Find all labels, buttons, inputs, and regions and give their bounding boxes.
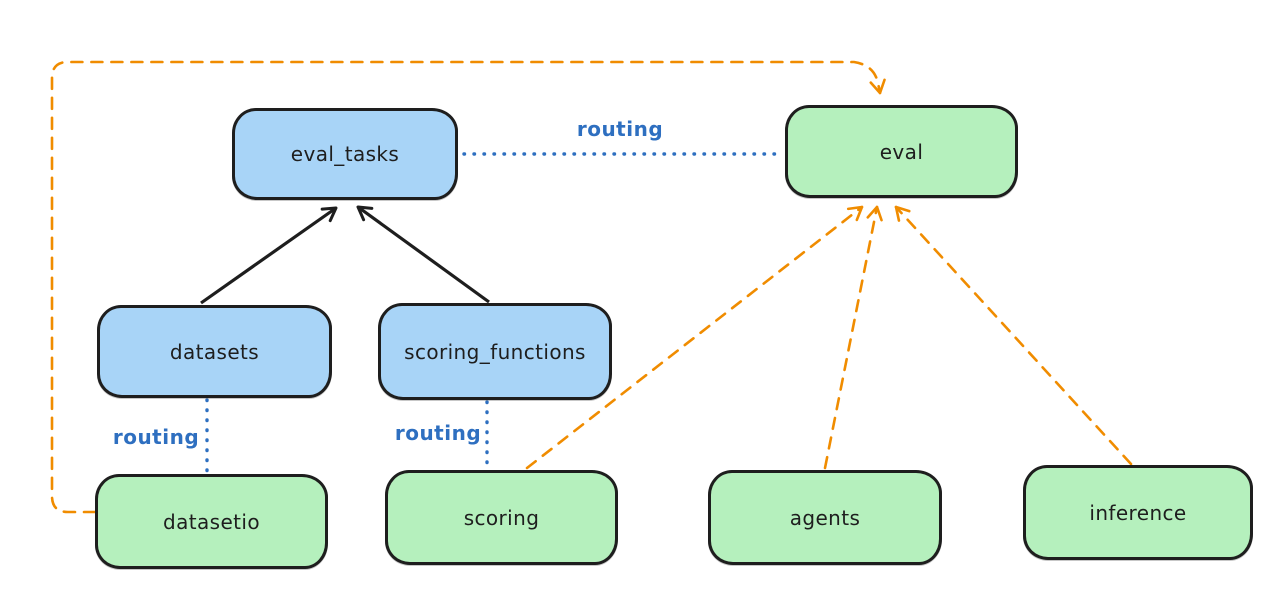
node-datasetio: datasetio	[95, 474, 328, 569]
edge-scoring-to-eval	[525, 205, 864, 470]
node-scoring-label: scoring	[463, 505, 540, 530]
node-scoring: scoring	[385, 470, 618, 565]
node-eval-label: eval	[879, 139, 924, 164]
edge-label-routing-datasets-datasetio: routing	[112, 425, 200, 449]
edge-datasets-to-eval-tasks	[200, 206, 338, 305]
edge-inference-to-eval	[894, 205, 1133, 466]
node-inference-label: inference	[1089, 500, 1187, 525]
node-agents-label: agents	[789, 505, 861, 530]
edge-datasetio-to-eval	[50, 60, 886, 514]
edge-scoring-functions-to-eval-tasks	[356, 205, 490, 304]
node-eval-tasks: eval_tasks	[232, 108, 458, 200]
edge-label-routing-eval-tasks-eval: routing	[576, 117, 664, 141]
node-eval: eval	[785, 105, 1018, 198]
edge-label-routing-scoring-functions-scoring: routing	[394, 421, 482, 445]
node-inference: inference	[1023, 465, 1253, 560]
node-scoring-functions-label: scoring_functions	[404, 339, 586, 364]
node-datasets: datasets	[97, 305, 332, 398]
node-datasetio-label: datasetio	[162, 509, 260, 534]
edge-agents-to-eval	[823, 205, 883, 470]
node-agents: agents	[708, 470, 942, 565]
node-datasets-label: datasets	[169, 339, 260, 364]
node-scoring-functions: scoring_functions	[378, 303, 612, 400]
node-eval-tasks-label: eval_tasks	[290, 142, 400, 166]
